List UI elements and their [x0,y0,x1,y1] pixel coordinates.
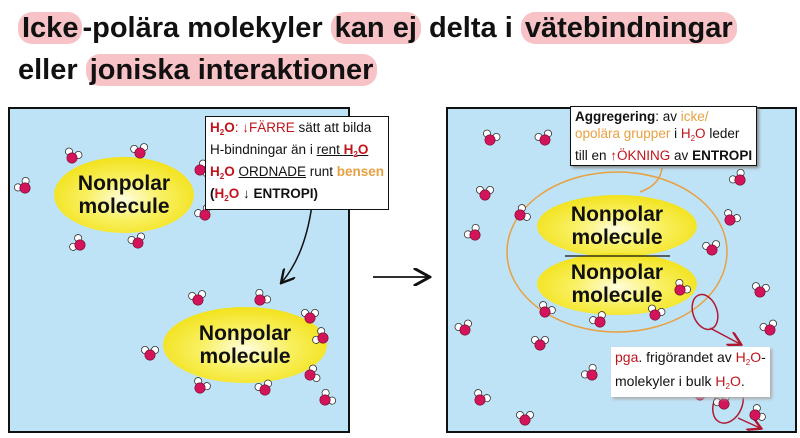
water-molecule [475,185,494,201]
nonpolar-molecule [54,157,194,233]
water-molecule [759,319,777,336]
right-annotation-box: Aggregering: av icke/ opolära grupper i … [570,106,758,166]
water-molecule [474,389,491,406]
highlighted-phrase: Icke [18,12,83,44]
water-molecule [65,147,83,164]
water-molecule [751,282,770,298]
highlighted-phrase: joniska interaktioner [85,54,378,86]
water-molecule [534,129,552,146]
water-molecule [194,377,211,394]
orange-pointer [639,167,663,193]
left-annotation-box: H2O: ↓FÄRRE sätt att bilda H-bindningar … [205,116,390,210]
title-line-1: Icke-polära molekyler kan ej delta i vät… [18,12,737,45]
title-text: eller [18,54,86,86]
water-molecule [304,364,321,382]
water-molecule [724,209,741,226]
nonpolar-molecule [537,195,697,257]
curved-arrow [282,204,313,282]
water-molecule [188,290,207,306]
title-text: delta i [420,12,521,44]
water-molecule [254,288,272,306]
water-molecule [254,379,272,396]
water-molecule [69,234,86,251]
water-molecule [300,308,319,324]
water-molecule [702,240,721,256]
water-molecule [713,393,730,410]
water-molecule [728,168,746,186]
water-molecule [580,363,598,381]
water-molecule [130,143,149,159]
water-molecule [589,311,606,328]
title-text: -polära molekyler [82,12,331,44]
highlighted-phrase: vätebindningar [520,12,737,44]
release-annotation-box: pga. frigörandet av H2O- molekyler i bul… [611,347,770,397]
water-molecule [319,388,337,406]
water-molecule [674,278,692,296]
water-molecule [530,335,549,351]
water-molecule [539,301,556,318]
water-molecule [312,327,329,344]
title-line-2: eller joniska interaktioner [18,54,378,87]
water-molecule [140,345,159,361]
water-molecule [463,223,481,241]
water-molecule [483,129,501,146]
water-molecule [515,410,534,426]
water-molecule [749,404,766,421]
water-molecule [13,176,31,194]
water-molecule [514,204,531,221]
highlighted-phrase: kan ej [330,12,421,44]
water-molecule [454,319,472,336]
aggregate-outline [506,171,728,333]
water-molecule [648,304,666,321]
water-molecule [194,159,211,177]
nonpolar-molecule [163,307,327,383]
water-molecule [127,232,145,249]
nonpolar-molecule [537,253,697,315]
